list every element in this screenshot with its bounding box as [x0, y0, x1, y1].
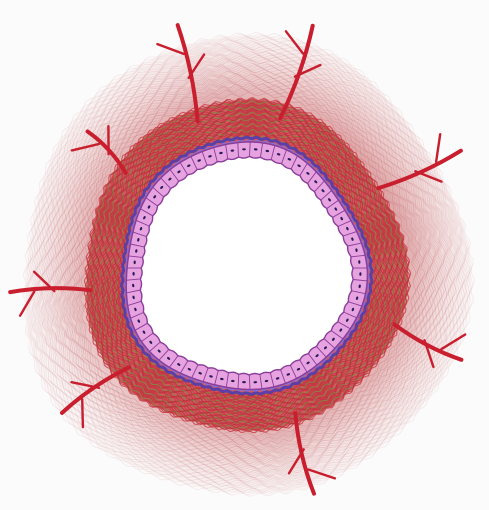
endothelial-nucleus [242, 148, 246, 150]
endothelial-nucleus [242, 381, 246, 383]
vasa-vasorum-branch [436, 134, 440, 162]
vasa-vasorum-branch [82, 399, 83, 427]
